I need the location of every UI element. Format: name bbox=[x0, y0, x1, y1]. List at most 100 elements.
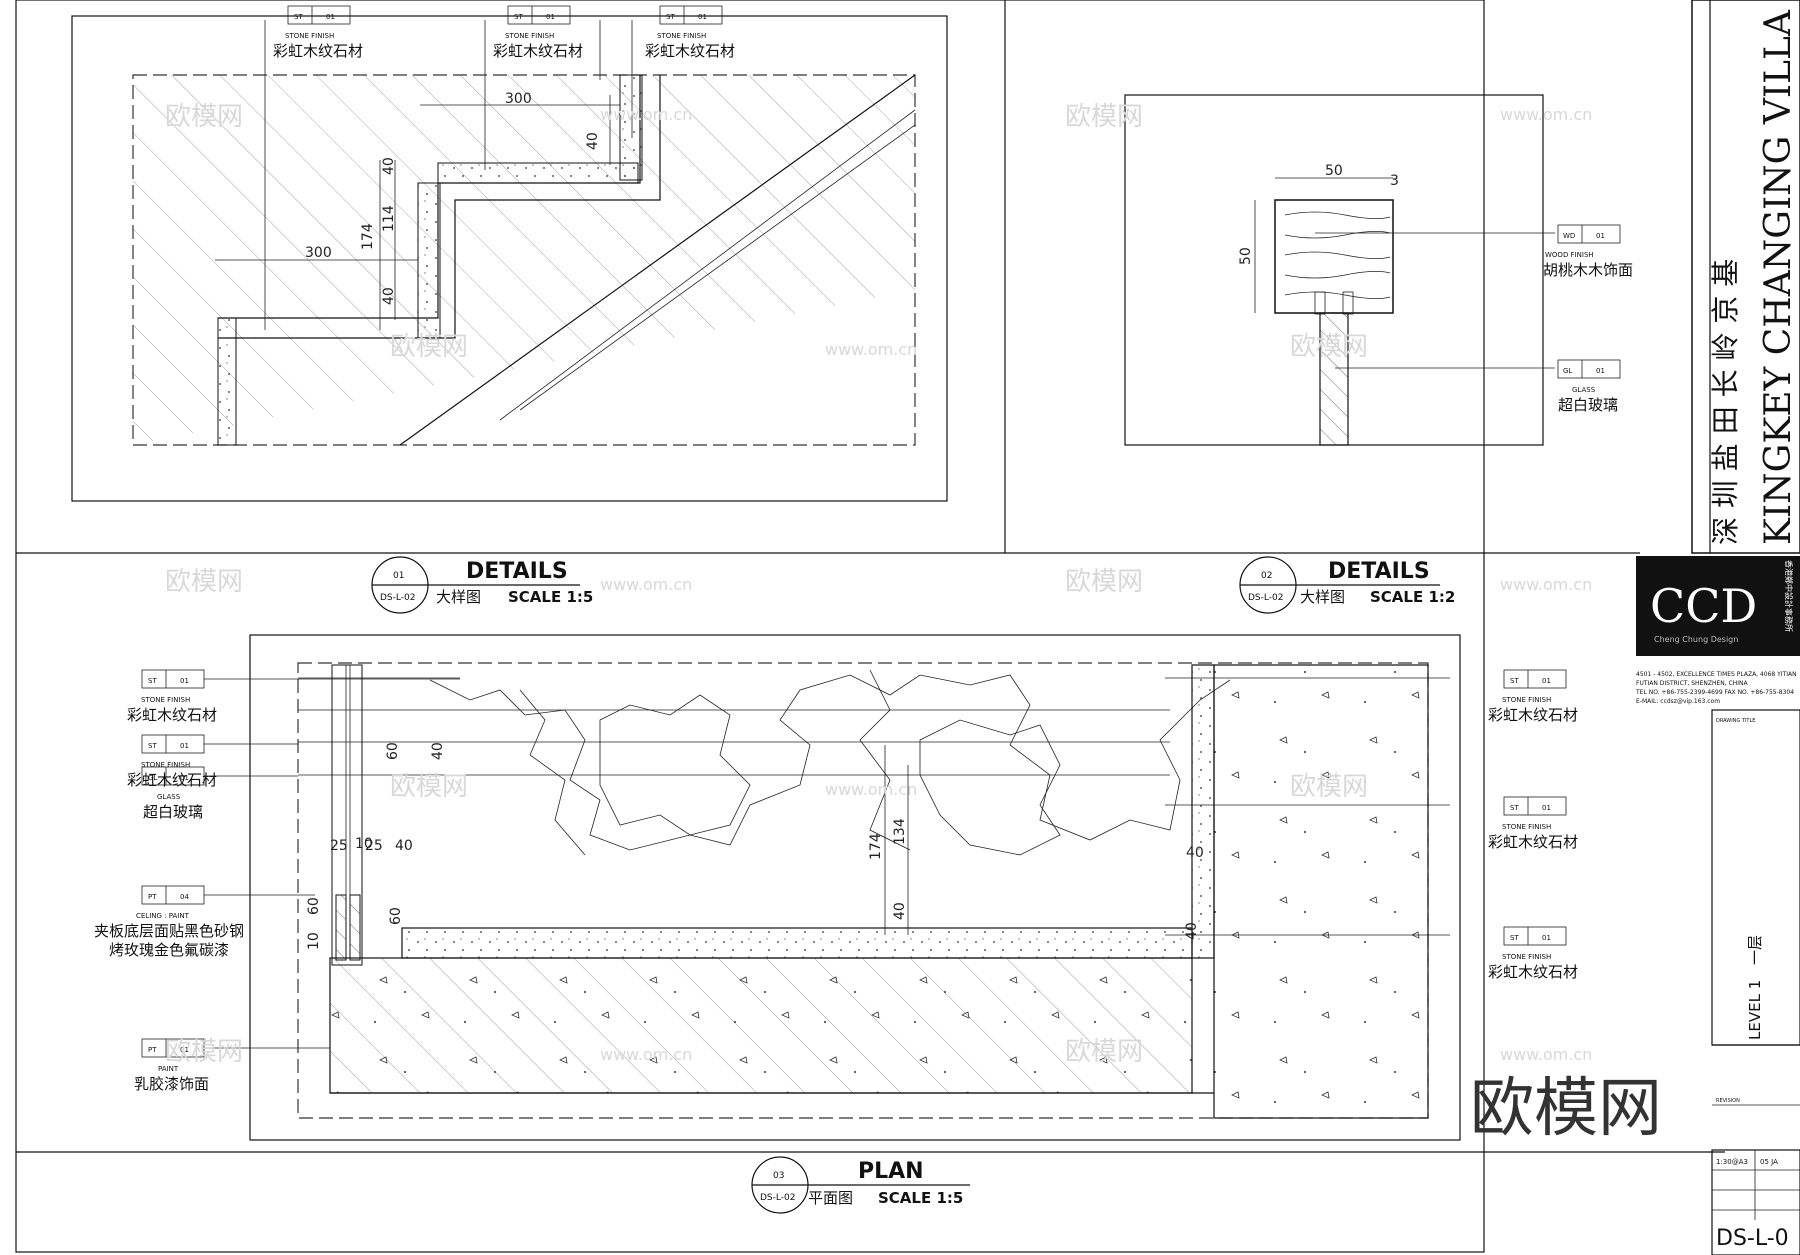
dim-text: 300 bbox=[305, 245, 332, 261]
drawing-text: 欧模网 bbox=[1065, 567, 1143, 597]
detail-02-title: 02 DS-L-02 DETAILS 大样图 SCALE 1:2 bbox=[1239, 556, 1455, 614]
drawing-text: 01 bbox=[1542, 804, 1551, 812]
material-tag: PT 04 CELING : PAINT 夹板底层面贴黑色砂钢 烤玫瑰金色氟碳漆 bbox=[94, 885, 244, 959]
sheet-number: DS-L-0 bbox=[1716, 1226, 1789, 1251]
drawing-text: 欧模网 bbox=[390, 772, 468, 802]
dim-text: 60 bbox=[388, 907, 404, 925]
drawing-text: GL bbox=[1563, 367, 1572, 375]
drawing-text: GL bbox=[148, 774, 157, 782]
drawing-text: TEL NO. +86-755-2399-4699 FAX NO. +86-75… bbox=[1635, 689, 1794, 696]
drawing-text: 欧模网 bbox=[165, 567, 243, 597]
drawing-text: ST bbox=[1510, 804, 1519, 812]
drawing-text: PT bbox=[148, 893, 157, 901]
drawing-text: WOOD FINISH bbox=[1545, 251, 1594, 259]
drawing-text: 彩虹木纹石材 bbox=[273, 42, 363, 60]
plan-title: 03 DS-L-02 PLAN 平面图 SCALE 1:5 bbox=[751, 1156, 970, 1214]
sheet-border bbox=[15, 0, 1485, 1253]
drawing-text: DS-L-02 bbox=[1248, 593, 1283, 603]
dim-text: 40 bbox=[395, 838, 413, 854]
drawing-text: STONE FINISH bbox=[657, 32, 706, 40]
drawing-text: ST bbox=[148, 677, 157, 685]
drawing-text: 03 bbox=[773, 1171, 784, 1181]
drawing-text: STONE FINISH bbox=[1502, 696, 1551, 704]
detail-01-frame bbox=[71, 15, 948, 502]
plan-03: 60 40 25 10 25 40 60 10 60 174 134 40 40… bbox=[94, 634, 1578, 1214]
dim-text: 10 bbox=[306, 932, 322, 950]
watermark-logo: 欧模网 bbox=[1470, 1072, 1662, 1146]
drawing-text: DS-L-02 bbox=[380, 593, 415, 603]
drawing-text: 04 bbox=[180, 893, 189, 901]
drawing-text: www.om.cn bbox=[600, 575, 692, 594]
material-tag: ST 01 STONE FINISH 彩虹木纹石材 bbox=[1488, 796, 1578, 851]
title-block: 深 圳 盐 田 长 岭 京 基 KINGKEY CHANGING VILLA C… bbox=[1635, 0, 1800, 1255]
drawing-text: E-MAIL: ccdsz@vip.163.com bbox=[1636, 698, 1720, 705]
drawing-text: 05 JA bbox=[1760, 1158, 1778, 1166]
drawing-text: STONE FINISH bbox=[141, 761, 190, 769]
material-tag: ST 01 STONE FINISH 彩虹木纹石材 bbox=[127, 669, 217, 724]
detail-02: 50 50 3 WD 01 WOOD FINISH 胡桃木木饰面 GL 01 G… bbox=[1124, 94, 1633, 614]
dim-text: 114 bbox=[381, 205, 397, 232]
drawing-text: 超白玻璃 bbox=[1558, 396, 1618, 414]
drawing-text: 胡桃木木饰面 bbox=[1543, 261, 1633, 279]
watermark: 欧模网 欧模网 欧模网 欧模网 欧模网 欧模网 欧模网 欧模网 欧模网 欧模网 … bbox=[165, 102, 1662, 1146]
drawing-text: 02 bbox=[1261, 571, 1272, 581]
drawing-text: REVISION bbox=[1716, 1098, 1740, 1104]
drawing-text: www.om.cn bbox=[1500, 105, 1592, 124]
ccd-logo bbox=[1636, 556, 1800, 656]
drawing-text: STONE FINISH bbox=[505, 32, 554, 40]
drawing-text: www.om.cn bbox=[825, 340, 917, 359]
drawing-text: GLASS bbox=[157, 793, 181, 801]
detail-01-title: 01 DS-L-02 DETAILS 大样图 SCALE 1:5 bbox=[371, 556, 593, 614]
drawing-text: STONE FINISH bbox=[1502, 953, 1551, 961]
level-en: LEVEL 1 bbox=[1746, 980, 1764, 1040]
drawing-text: ST bbox=[1510, 934, 1519, 942]
material-tag: PT 01 PAINT 乳胶漆饰面 bbox=[134, 1038, 209, 1093]
dim-text: 60 bbox=[385, 742, 401, 760]
drawing-text: PLAN bbox=[858, 1159, 924, 1184]
dim-text: 50 bbox=[1238, 247, 1254, 265]
drawing-text: 烤玫瑰金色氟碳漆 bbox=[109, 941, 229, 959]
drawing-text: SCALE 1:5 bbox=[878, 1189, 963, 1207]
drawing-text: PAINT bbox=[158, 1065, 179, 1073]
drawing-text: 01 bbox=[1596, 367, 1605, 375]
drawing-text: 欧模网 bbox=[1065, 1037, 1143, 1067]
dim-text: 40 bbox=[892, 902, 908, 920]
drawing-text: 01 bbox=[180, 677, 189, 685]
dim-text: 3 bbox=[1390, 173, 1399, 189]
dim-text: 25 bbox=[365, 838, 383, 854]
drawing-text: 01 bbox=[326, 13, 335, 21]
drawing-text: ST bbox=[1510, 677, 1519, 685]
dim-text: 300 bbox=[505, 91, 532, 107]
drawing-text: 大样图 bbox=[1300, 588, 1345, 606]
drawing-text: Cheng Chung Design bbox=[1654, 635, 1738, 644]
drawing-text: www.om.cn bbox=[600, 105, 692, 124]
drawing-text: CELING : PAINT bbox=[136, 912, 190, 920]
material-tag: ST 01 STONE FINISH 彩虹木纹石材 bbox=[493, 5, 583, 60]
drawing-text: www.om.cn bbox=[1500, 1045, 1592, 1064]
drawing-text: STONE FINISH bbox=[1502, 823, 1551, 831]
drawing-text: GLASS bbox=[1572, 386, 1596, 394]
marble-panel bbox=[420, 665, 1190, 930]
dim-text: 40 bbox=[430, 742, 446, 760]
drawing-text: 01 bbox=[1542, 934, 1551, 942]
material-tag: ST 01 STONE FINISH 彩虹木纹石材 bbox=[1488, 669, 1578, 724]
material-tag: ST 01 STONE FINISH 彩虹木纹石材 bbox=[645, 5, 735, 60]
project-name-cn: 深 圳 盐 田 长 岭 京 基 bbox=[1709, 259, 1742, 545]
material-tag: GL 01 GLASS 超白玻璃 bbox=[141, 766, 205, 821]
drawing-text: CCD bbox=[1650, 579, 1757, 633]
drawing-text: 01 bbox=[393, 571, 404, 581]
drawing-text: 01 bbox=[1596, 232, 1605, 240]
project-name-en: KINGKEY CHANGING VILLA bbox=[1758, 9, 1799, 545]
drawing-text: PT bbox=[148, 1046, 157, 1054]
plan-clip bbox=[297, 662, 1429, 1119]
drawing-text: 夹板底层面贴黑色砂钢 bbox=[94, 922, 244, 940]
drawing-text: FUTIAN DISTRICT, SHENZHEN, CHINA bbox=[1636, 680, 1749, 687]
drawing-text: 01 bbox=[180, 774, 189, 782]
dim-text: 60 bbox=[306, 897, 322, 915]
drawing-text: SCALE 1:5 bbox=[508, 588, 593, 606]
drawing-text: DETAILS bbox=[1328, 559, 1430, 584]
material-tag: WD 01 WOOD FINISH 胡桃木木饰面 bbox=[1543, 224, 1633, 279]
detail-01: 300 40 40 174 114 300 40 ST 01 STONE FIN… bbox=[71, 5, 948, 614]
dim-text: 10 bbox=[355, 836, 373, 852]
glass-profile bbox=[1319, 312, 1349, 446]
